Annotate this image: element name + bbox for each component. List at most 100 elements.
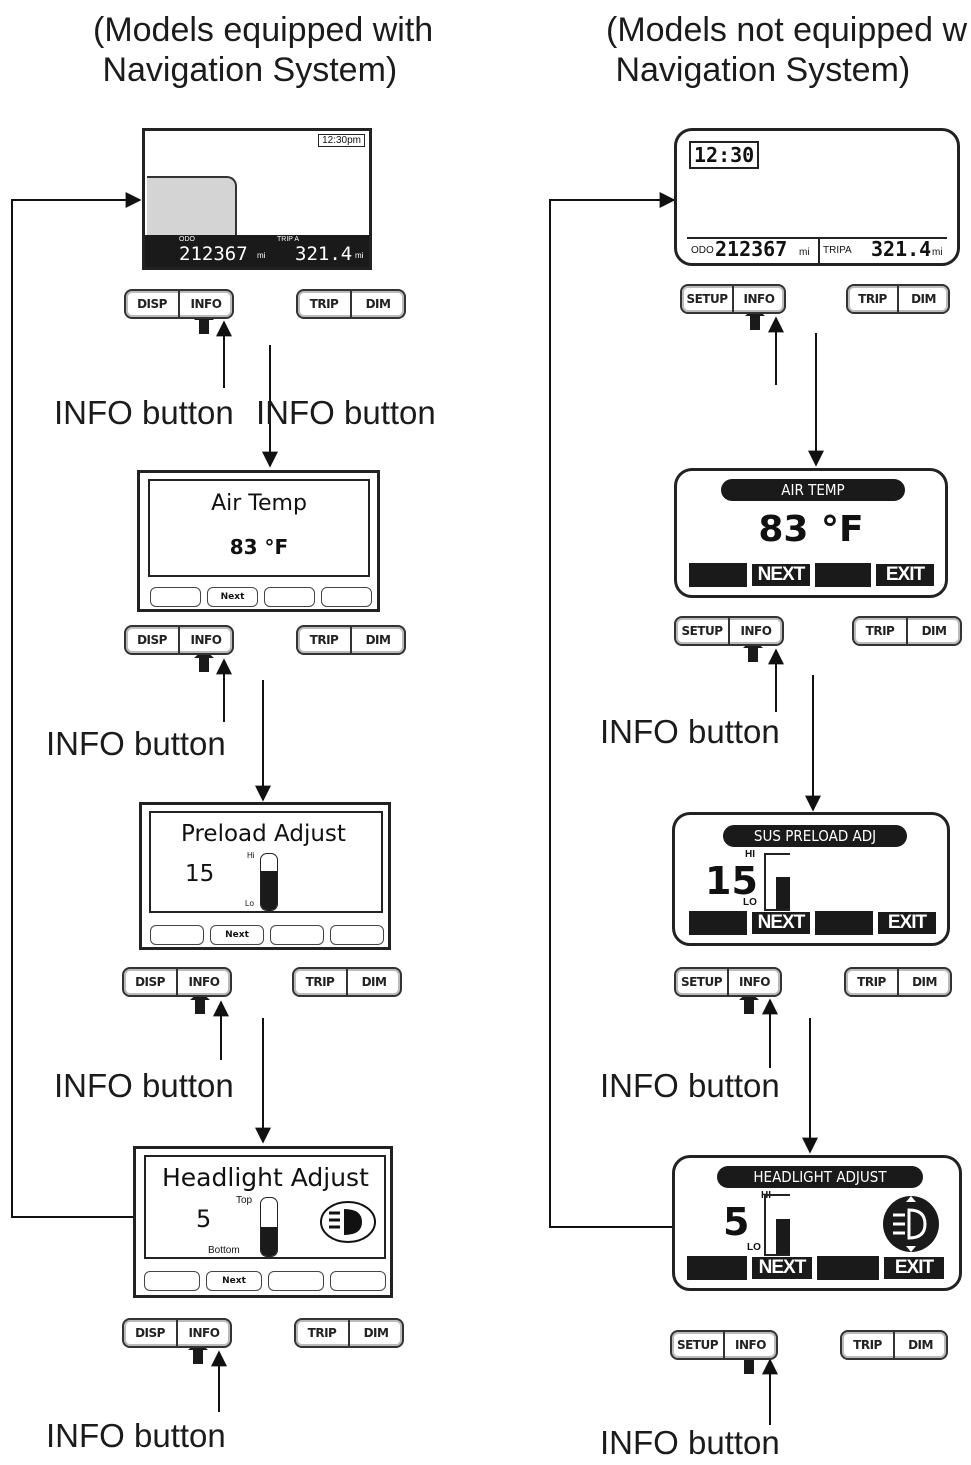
info-button[interactable]: INFO bbox=[176, 1320, 230, 1346]
softkey-blank bbox=[687, 1256, 747, 1280]
headlight-screen-right: HEADLIGHT ADJUST 5 HI LO NEXT EXIT bbox=[672, 1155, 962, 1291]
trip-button[interactable]: TRIP bbox=[309, 297, 339, 311]
trip-value: 321.4 bbox=[871, 237, 932, 261]
air-temp-screen-right: AIR TEMP 83 °F NEXT EXIT bbox=[674, 468, 948, 598]
disp-button[interactable]: DISP bbox=[135, 1326, 165, 1340]
air-temp-value: 83 °F bbox=[758, 509, 864, 550]
next-softkey[interactable]: Next bbox=[206, 1271, 262, 1291]
next-softkey[interactable]: Next bbox=[210, 925, 264, 945]
dim-button[interactable]: DIM bbox=[897, 969, 950, 995]
setup-button[interactable]: SETUP bbox=[676, 1338, 719, 1352]
softkey-3[interactable] bbox=[268, 1271, 324, 1291]
dim-button[interactable]: DIM bbox=[906, 618, 960, 644]
right-loop-line bbox=[549, 192, 676, 1228]
setup-button[interactable]: SETUP bbox=[681, 624, 723, 638]
softkey-3[interactable] bbox=[270, 925, 324, 945]
odo-unit: mi bbox=[257, 251, 266, 260]
dim-button[interactable]: DIM bbox=[893, 1332, 946, 1358]
preload-gauge bbox=[260, 853, 278, 911]
headlight-value: 5 bbox=[196, 1205, 212, 1233]
setup-button[interactable]: SETUP bbox=[680, 975, 723, 989]
trip-unit: mi bbox=[355, 251, 364, 260]
headlight-banner: HEADLIGHT ADJUST bbox=[717, 1166, 923, 1188]
disp-button[interactable]: DISP bbox=[137, 297, 167, 311]
softkey-blank bbox=[815, 563, 871, 587]
info-button-label: INFO button bbox=[54, 1067, 234, 1104]
info-button-label: INFO button bbox=[54, 394, 234, 431]
headlight-value: 5 bbox=[723, 1200, 750, 1244]
dim-button[interactable]: DIM bbox=[348, 1320, 402, 1346]
nav-screen: 12:30pm ODO 212367 mi TRIP A 321.4 mi bbox=[142, 128, 372, 270]
trip-button[interactable]: TRIP bbox=[309, 633, 339, 647]
exit-softkey[interactable]: EXIT bbox=[883, 1256, 945, 1280]
left-buttons-4: DISP INFO bbox=[122, 1318, 232, 1348]
headlight-gauge bbox=[260, 1197, 278, 1257]
softkey-3[interactable] bbox=[264, 587, 315, 607]
trip-label: TRIPA bbox=[823, 245, 852, 256]
trip-button[interactable]: TRIP bbox=[865, 624, 895, 638]
air-temp-softkeys: Next bbox=[150, 587, 372, 607]
left-heading: (Models equipped with Navigation System) bbox=[93, 11, 434, 89]
info-button[interactable]: INFO bbox=[728, 618, 782, 644]
nav-odometer-bar: ODO 212367 mi TRIP A 321.4 mi bbox=[145, 235, 369, 267]
trip-button[interactable]: TRIP bbox=[853, 1338, 882, 1352]
next-softkey[interactable]: NEXT bbox=[751, 563, 811, 587]
next-softkey[interactable]: NEXT bbox=[751, 1256, 813, 1280]
next-softkey[interactable]: NEXT bbox=[751, 911, 811, 935]
softkey-4[interactable] bbox=[321, 587, 372, 607]
left-trip-dim-1: TRIP DIM bbox=[296, 289, 406, 319]
headlight-screen: Headlight Adjust 5 Top Bottom Next bbox=[133, 1146, 393, 1298]
disp-button[interactable]: DISP bbox=[135, 975, 165, 989]
preload-screen-right: SUS PRELOAD ADJ 15 HI LO NEXT EXIT bbox=[672, 812, 950, 946]
exit-softkey[interactable]: EXIT bbox=[877, 911, 937, 935]
preload-softkeys: Next bbox=[150, 925, 384, 945]
left-buttons-2: DISP INFO bbox=[124, 625, 234, 655]
softkey-blank bbox=[689, 563, 747, 587]
info-button[interactable]: INFO bbox=[732, 286, 784, 312]
info-button[interactable]: INFO bbox=[176, 969, 230, 995]
softkey-4[interactable] bbox=[330, 925, 384, 945]
right-buttons-3: SETUP INFO bbox=[674, 967, 782, 997]
right-buttons-1: SETUP INFO bbox=[680, 284, 786, 314]
softkey-1[interactable] bbox=[144, 1271, 200, 1291]
info-button[interactable]: INFO bbox=[723, 1332, 776, 1358]
headlight-bottom-label: Bottom bbox=[208, 1245, 240, 1256]
right-buttons-2: SETUP INFO bbox=[674, 616, 784, 646]
softkey-blank bbox=[817, 1256, 879, 1280]
dim-button[interactable]: DIM bbox=[346, 969, 400, 995]
softkey-4[interactable] bbox=[330, 1271, 386, 1291]
odo-separator bbox=[818, 239, 820, 263]
dim-button[interactable]: DIM bbox=[350, 627, 404, 653]
dim-button[interactable]: DIM bbox=[350, 291, 404, 317]
trip-unit: mi bbox=[932, 247, 943, 258]
next-softkey[interactable]: Next bbox=[207, 587, 258, 607]
trip-button[interactable]: TRIP bbox=[305, 975, 335, 989]
softkey-1[interactable] bbox=[150, 925, 204, 945]
info-button[interactable]: INFO bbox=[178, 627, 232, 653]
trip-button[interactable]: TRIP bbox=[858, 292, 887, 306]
right-buttons-4: SETUP INFO bbox=[670, 1330, 778, 1360]
odo-unit: mi bbox=[799, 247, 810, 258]
trip-button[interactable]: TRIP bbox=[857, 975, 886, 989]
trip-value: 321.4 bbox=[295, 243, 353, 265]
info-button-label: INFO button bbox=[600, 713, 780, 750]
air-temp-display: Air Temp 83 °F bbox=[148, 479, 370, 577]
info-button[interactable]: INFO bbox=[727, 969, 780, 995]
info-button-label: INFO button bbox=[46, 1417, 226, 1454]
preload-hi-label: HI bbox=[745, 849, 755, 860]
left-trip-dim-3: TRIP DIM bbox=[292, 967, 402, 997]
odo-divider bbox=[687, 237, 947, 239]
info-button[interactable]: INFO bbox=[178, 291, 232, 317]
disp-button[interactable]: DISP bbox=[137, 633, 167, 647]
exit-softkey[interactable]: EXIT bbox=[875, 563, 935, 587]
preload-softkeys: NEXT EXIT bbox=[689, 911, 937, 935]
dim-button[interactable]: DIM bbox=[897, 286, 948, 312]
headlight-softkeys: NEXT EXIT bbox=[687, 1256, 945, 1280]
setup-button[interactable]: SETUP bbox=[686, 292, 728, 306]
right-heading: (Models not equipped w Navigation System… bbox=[606, 11, 968, 89]
softkey-1[interactable] bbox=[150, 587, 201, 607]
nav-clock: 12:30pm bbox=[318, 134, 365, 147]
preload-title: Preload Adjust bbox=[181, 821, 346, 847]
trip-button[interactable]: TRIP bbox=[307, 1326, 337, 1340]
